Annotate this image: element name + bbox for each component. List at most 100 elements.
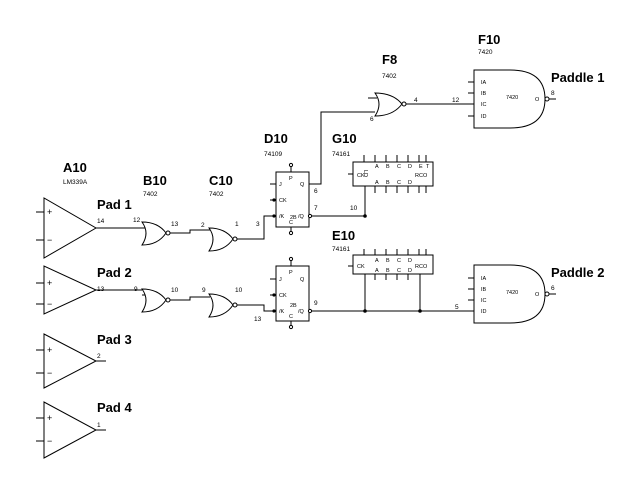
nor-gate-b10-top <box>141 221 167 246</box>
nand-output-label: O <box>535 97 540 103</box>
pin-label: 10 <box>350 205 358 212</box>
pad3-label: Pad 3 <box>97 332 132 347</box>
pin-label: 2 <box>201 222 205 229</box>
preset-label: P <box>289 176 293 182</box>
ld-label: LD <box>362 170 368 177</box>
counter-top-pin: C <box>397 258 401 264</box>
nand-part-label: 7420 <box>506 290 518 296</box>
counter-top-pin: B <box>386 164 390 170</box>
opamp-pad3: + − <box>36 333 98 389</box>
k-label: /K <box>279 214 285 220</box>
nand-input-label: ID <box>481 309 487 315</box>
rco-label: RCO <box>415 173 428 179</box>
e10-ref: E10 <box>332 228 355 243</box>
flipflop-d10-bottom: J CK /K Q /Q P C 2B <box>270 256 313 330</box>
pin-label: 13 <box>254 316 262 323</box>
inversion-bubble <box>232 302 238 308</box>
inversion-bubble <box>232 236 238 242</box>
counter-bottom-pin: B <box>386 180 390 186</box>
e10-part: 74161 <box>332 246 350 253</box>
pin-label: 14 <box>97 218 105 225</box>
a10-part: LM339A <box>63 179 88 186</box>
counter-g10: CK RCO LD A B C D A B C D E T <box>348 155 434 193</box>
pin-label: 12 <box>452 97 460 104</box>
counter-top-pin: A <box>375 164 379 170</box>
pin-label: 6 <box>370 116 374 123</box>
counter-top-pin: B <box>386 258 390 264</box>
ff-id-label: 2B <box>290 303 297 309</box>
counter-bottom-pin: A <box>375 268 379 274</box>
pin-label: 9 <box>314 300 318 307</box>
preset-label: P <box>289 270 293 276</box>
nand-input-label: IC <box>481 298 487 304</box>
qbar-label: /Q <box>298 214 305 220</box>
k-label: /K <box>279 309 285 315</box>
counter-bottom-pin: B <box>386 268 390 274</box>
wire <box>237 304 276 312</box>
opamp-plus-sign: + <box>47 345 52 355</box>
inversion-bubble <box>401 101 407 107</box>
q-label: Q <box>300 182 305 188</box>
opamp-pad2: + − <box>36 265 98 315</box>
d10-ref: D10 <box>264 131 288 146</box>
c10-ref: C10 <box>209 173 233 188</box>
wire <box>170 229 210 234</box>
q-label: Q <box>300 277 305 283</box>
f10-part: 7420 <box>478 49 493 56</box>
nand-part-label: 7420 <box>506 95 518 101</box>
opamp-plus-sign: + <box>47 278 52 288</box>
counter-bottom-pin: D <box>408 268 412 274</box>
pin-label: 6 <box>314 188 318 195</box>
b10-part: 7402 <box>143 191 158 198</box>
flipflop-d10-top: J CK /K Q /Q P C 2B <box>270 162 313 236</box>
paddle2-label: Paddle 2 <box>551 265 604 280</box>
nand-output-label: O <box>535 292 540 298</box>
clear-label: C <box>289 220 293 226</box>
pad1-label: Pad 1 <box>97 197 132 212</box>
ck-label: CK <box>357 264 365 270</box>
opamp-minus-sign: − <box>47 299 52 309</box>
nand-input-label: IB <box>481 287 487 293</box>
counter-enable-pin: T <box>426 164 430 170</box>
nor-gate-f8 <box>374 92 403 117</box>
counter-top-pin: C <box>397 164 401 170</box>
counter-bottom-pin: A <box>375 180 379 186</box>
pin-label: 3 <box>256 221 260 228</box>
nand-input-label: IA <box>481 80 487 86</box>
opamp-pad1: + − <box>36 197 98 259</box>
j-label: J <box>279 182 282 188</box>
nand-input-label: IC <box>481 102 487 108</box>
b10-ref: B10 <box>143 173 167 188</box>
c10-part: 7402 <box>209 191 224 198</box>
ck-label: CK <box>357 173 365 179</box>
pin-label: 4 <box>414 97 418 104</box>
pin-label: 9 <box>134 286 138 293</box>
opamp-plus-sign: + <box>47 413 52 423</box>
counter-top-pin: A <box>375 258 379 264</box>
opamp-minus-sign: − <box>47 436 52 446</box>
nand-input-label: IA <box>481 276 487 282</box>
counter-enable-pin: E <box>419 164 423 170</box>
f8-part: 7402 <box>382 73 397 80</box>
inversion-bubble <box>165 297 171 303</box>
pin-label: 7 <box>314 205 318 212</box>
inversion-bubble <box>165 230 171 236</box>
d10-part: 74109 <box>264 151 282 158</box>
counter-top-pin: D <box>408 164 412 170</box>
counter-top-pin: D <box>408 258 412 264</box>
wire <box>170 296 210 301</box>
opamp-pad4: + − <box>36 401 98 459</box>
ck-label: CK <box>279 198 287 204</box>
f8-ref: F8 <box>382 52 397 67</box>
g10-part: 74161 <box>332 151 350 158</box>
pin-label: 5 <box>455 304 459 311</box>
pin-label: 9 <box>202 287 206 294</box>
pin-label: 13 <box>171 221 179 228</box>
counter-bottom-pin: C <box>397 180 401 186</box>
ff-id-label: 2B <box>290 215 297 221</box>
clear-label: C <box>289 314 293 320</box>
pad4-label: Pad 4 <box>97 400 132 415</box>
wire <box>309 111 375 185</box>
